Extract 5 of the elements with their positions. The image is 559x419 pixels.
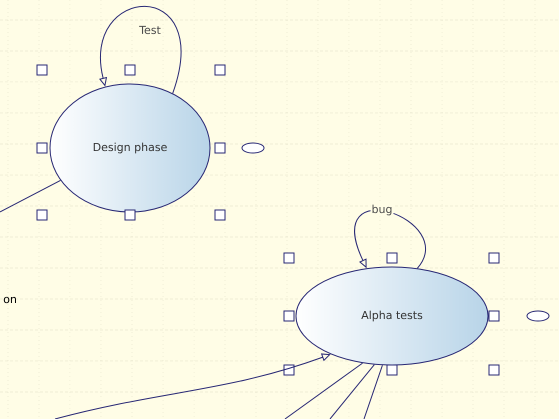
edge-label: bug	[370, 204, 394, 216]
arrow	[99, 6, 182, 94]
arrow	[354, 210, 426, 269]
edge-label: Test	[138, 24, 162, 36]
text-label: on	[4, 296, 16, 304]
